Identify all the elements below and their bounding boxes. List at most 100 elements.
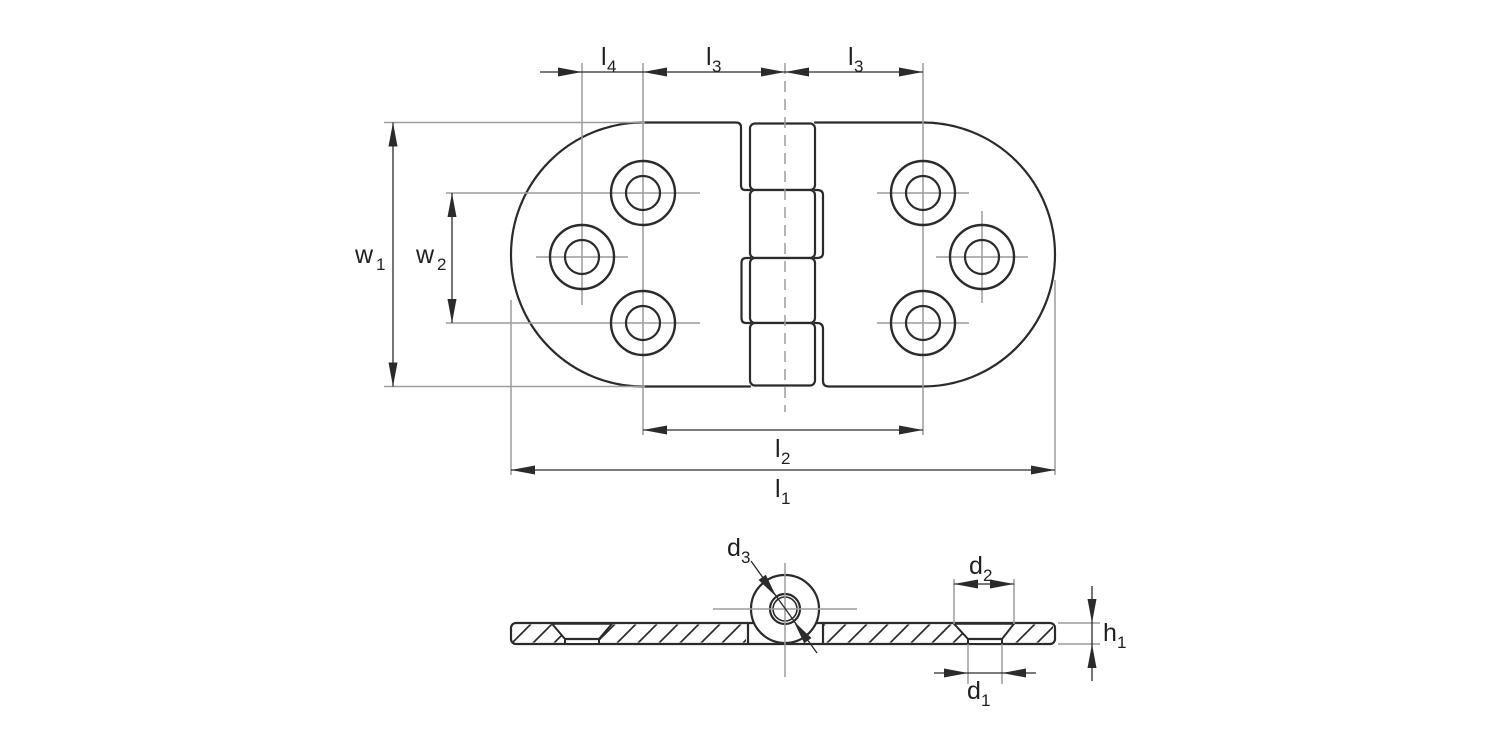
label-d1-base: d xyxy=(967,677,981,705)
arrowhead xyxy=(643,425,667,435)
left-leaf-notch xyxy=(740,256,752,325)
arrowhead xyxy=(388,122,398,147)
label-w2-sub: 2 xyxy=(437,255,446,274)
dimension-d2 xyxy=(954,579,1014,589)
arrowhead xyxy=(785,67,809,77)
arrowhead xyxy=(899,425,923,435)
hole-outer-circle xyxy=(889,289,957,357)
hole-inner-circle xyxy=(963,238,1001,276)
hole-inner-circle xyxy=(624,174,662,212)
arrowhead xyxy=(990,579,1014,589)
label-w2: w 2 xyxy=(415,241,446,274)
hole-outer-circle xyxy=(609,159,677,227)
label-w1: w 1 xyxy=(354,241,385,274)
screw-hole-bottom-right xyxy=(889,289,957,357)
label-l4-sub: 4 xyxy=(607,57,616,76)
label-l2: l 2 xyxy=(775,435,790,468)
arrowhead xyxy=(944,668,968,678)
screw-hole-top-right xyxy=(889,159,957,227)
side-view-dimensions xyxy=(750,560,1097,681)
label-w1-sub: 1 xyxy=(376,255,385,274)
label-d3-base: d xyxy=(727,534,741,562)
screw-hole-bottom-left xyxy=(609,289,677,357)
side-view-labels: d 3 d 2 d 1 h 1 xyxy=(727,534,1126,710)
hole-inner-circle xyxy=(624,304,662,342)
hole-outer-circle xyxy=(948,223,1016,291)
screw-hole-mid-left xyxy=(548,223,616,291)
label-l3-right: l 3 xyxy=(848,43,863,76)
plate-hatch-right xyxy=(824,624,1053,643)
knuckle-segment-4 xyxy=(748,321,817,387)
label-l4: l 4 xyxy=(601,43,616,76)
dimension-d3 xyxy=(750,560,818,654)
label-w1-base: w xyxy=(354,241,374,269)
label-l1-sub: 1 xyxy=(781,489,790,508)
arrowhead xyxy=(643,67,667,77)
arrowhead xyxy=(1087,644,1097,668)
top-view-aux-lines xyxy=(384,63,1056,475)
label-l3-right-sub: 3 xyxy=(854,57,863,76)
dimension-d1 xyxy=(934,668,1036,678)
dimension-h1 xyxy=(1087,586,1097,681)
label-d1-sub: 1 xyxy=(981,691,990,710)
hole-inner-circle xyxy=(904,304,942,342)
dimension-top-row xyxy=(540,67,923,77)
label-h1: h 1 xyxy=(1103,619,1126,652)
countersink-left xyxy=(549,622,615,645)
top-view: l 4 l 3 l 3 w 1 w 2 l 2 xyxy=(354,43,1057,508)
label-l3-left-sub: 3 xyxy=(712,57,721,76)
top-view-labels: l 4 l 3 l 3 w 1 w 2 l 2 xyxy=(354,43,863,508)
hinge-body-outline xyxy=(509,121,1057,388)
hole-outer-circle xyxy=(889,159,957,227)
arrowhead xyxy=(1031,465,1055,475)
dimension-l2 xyxy=(643,425,923,435)
arrowhead xyxy=(511,465,535,475)
knuckle-segment-1 xyxy=(748,122,817,192)
label-h1-sub: 1 xyxy=(1117,633,1126,652)
label-d3-sub: 3 xyxy=(741,548,750,567)
dimension-w1 xyxy=(388,122,398,387)
arrowhead xyxy=(388,362,398,387)
right-leaf-outline xyxy=(813,121,1057,388)
label-l2-base: l xyxy=(775,435,781,463)
label-d1: d 1 xyxy=(967,677,990,710)
arrowhead xyxy=(1002,668,1026,678)
label-l1: l 1 xyxy=(775,475,790,508)
label-d2: d 2 xyxy=(969,552,992,585)
knuckle-segment-3 xyxy=(748,256,817,325)
dimension-w2 xyxy=(447,193,457,323)
arrowhead xyxy=(954,579,978,589)
knuckle-segment-2 xyxy=(748,188,817,260)
side-view: d 3 d 2 d 1 h 1 xyxy=(509,534,1126,710)
label-h1-base: h xyxy=(1103,619,1117,647)
label-l2-sub: 2 xyxy=(781,449,790,468)
arrowhead xyxy=(558,67,582,77)
hole-inner-circle xyxy=(563,238,601,276)
arrowhead xyxy=(899,67,923,77)
label-d2-base: d xyxy=(969,552,983,580)
dimension-l1 xyxy=(511,465,1055,475)
label-l3-right-base: l xyxy=(848,43,854,71)
label-w2-base: w xyxy=(415,241,435,269)
hole-inner-circle xyxy=(904,174,942,212)
label-l3-left-base: l xyxy=(706,43,712,71)
right-leaf-notch xyxy=(813,188,825,260)
arrowhead xyxy=(447,299,457,323)
label-l4-base: l xyxy=(601,43,607,71)
arrowhead xyxy=(447,193,457,217)
arrowhead xyxy=(761,67,785,77)
label-d2-sub: 2 xyxy=(983,566,992,585)
screw-hole-mid-right xyxy=(948,223,1016,291)
top-view-dimensions xyxy=(388,67,1055,475)
label-l3-left: l 3 xyxy=(706,43,721,76)
hinge-knuckle xyxy=(748,122,817,387)
hole-outer-circle xyxy=(609,289,677,357)
screw-holes xyxy=(548,159,1016,357)
plate-hatch-left xyxy=(513,624,746,643)
label-d3: d 3 xyxy=(727,534,750,567)
hole-outer-circle xyxy=(548,223,616,291)
left-leaf-outline xyxy=(509,121,752,388)
screw-hole-top-left xyxy=(609,159,677,227)
